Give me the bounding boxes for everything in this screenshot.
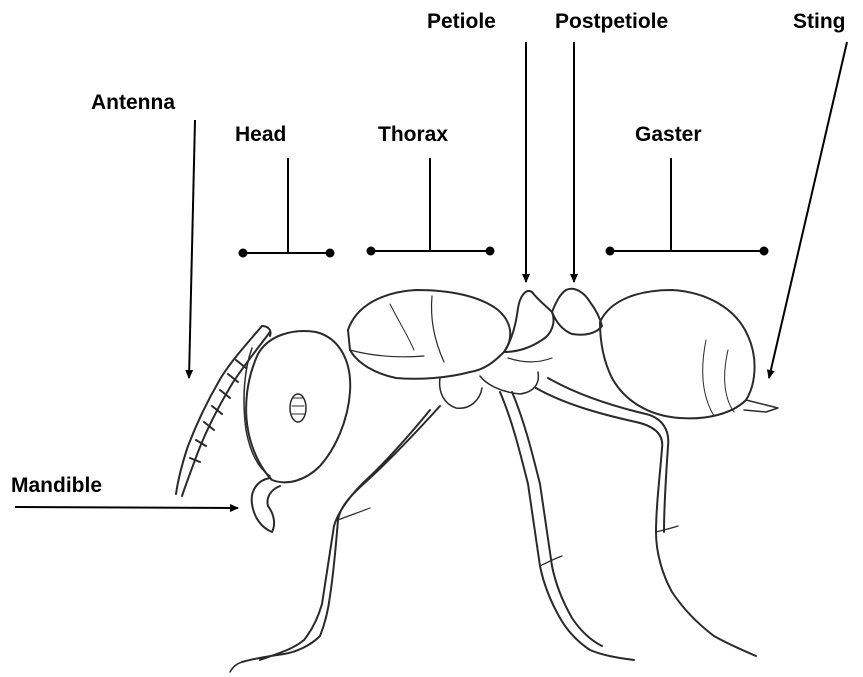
mandible-drawing	[252, 478, 280, 532]
postpetiole-drawing	[552, 289, 602, 335]
thorax-bracket	[368, 158, 494, 255]
gaster-bracket	[607, 158, 768, 255]
front-leg-drawing	[242, 406, 440, 662]
petiole-drawing	[504, 291, 554, 352]
mandible-arrow	[15, 507, 238, 508]
ant-illustration	[176, 289, 778, 672]
middle-leg-drawing	[500, 392, 634, 660]
head-drawing	[246, 331, 350, 482]
antenna-arrow	[189, 120, 195, 378]
sting-arrow	[769, 42, 847, 378]
sting-drawing	[744, 400, 778, 412]
head-bracket	[240, 158, 334, 257]
thorax-drawing	[348, 290, 510, 379]
gaster-drawing	[600, 290, 755, 418]
